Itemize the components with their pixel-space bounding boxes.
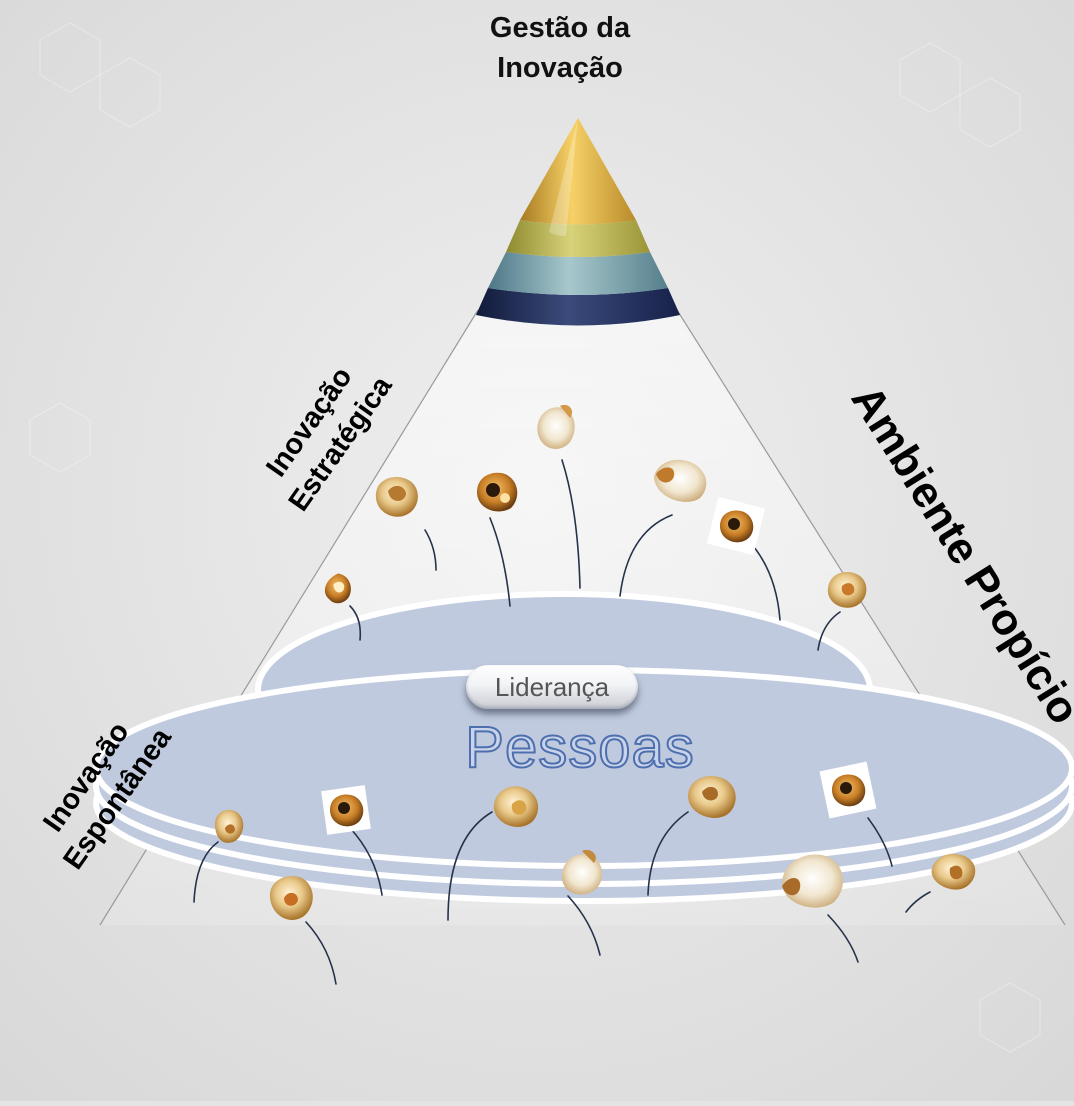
diagram-title: Gestão da Inovação [430,8,690,88]
management-cone [476,118,680,326]
people-discs [93,667,1074,904]
background-honeycomb [29,22,1041,1053]
popcorn-kernels [215,404,976,920]
people-label: Pessoas [464,715,695,780]
title-line-1: Gestão da [489,12,631,44]
leadership-label: Liderança [466,665,638,709]
title-line-2: Inovação [497,52,623,84]
